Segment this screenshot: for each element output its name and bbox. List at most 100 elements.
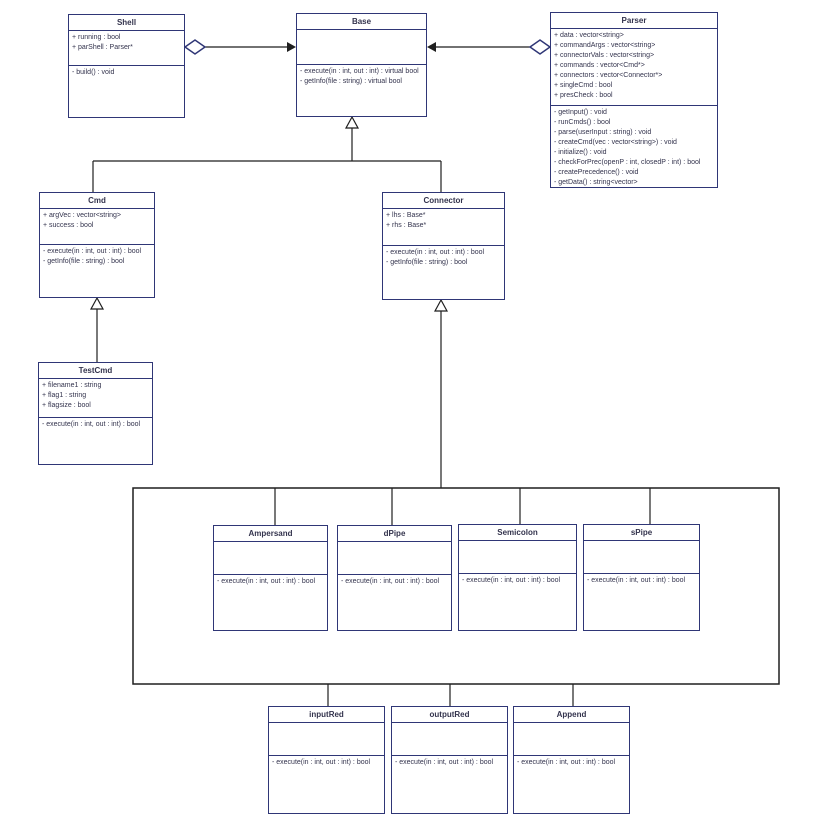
class-dpipe-title: dPipe (338, 526, 451, 542)
member-line: - getInfo(file : string) : virtual bool (300, 78, 402, 85)
class-cmd-methods: - execute(in : int, out : int) : bool - g… (40, 245, 154, 297)
class-cmd-attributes: + argVec : vector<string> + success : boo… (40, 209, 154, 245)
member-line: - getData() : string<vector> (554, 179, 638, 186)
member-line: - execute(in : int, out : int) : bool (517, 759, 616, 766)
member-line: + argVec : vector<string> (43, 212, 122, 219)
member-line: - initialize() : void (554, 149, 607, 156)
member-line: - execute(in : int, out : int) : bool (42, 421, 141, 428)
member-line: + flag1 : string (42, 392, 87, 399)
class-inputred-attributes (269, 723, 384, 756)
class-inputred-title: inputRed (269, 707, 384, 723)
class-ampersand-attributes (214, 542, 327, 575)
class-base-title: Base (297, 14, 426, 30)
member-line: + connectors : vector<Connector*> (554, 72, 663, 79)
class-append[interactable]: Append - execute(in : int, out : int) : … (513, 706, 630, 814)
class-connector[interactable]: Connector + lhs : Base* + rhs : Base* - e… (382, 192, 505, 300)
class-connector-methods: - execute(in : int, out : int) : bool - g… (383, 246, 504, 299)
member-line: - parse(userInput : string) : void (554, 129, 652, 136)
class-shell-methods: - build() : void (69, 66, 184, 117)
class-parser-title: Parser (551, 13, 717, 29)
class-inputred[interactable]: inputRed - execute(in : int, out : int) … (268, 706, 385, 814)
class-parser[interactable]: Parser + data : vector<string> + commandA… (550, 12, 718, 188)
edge-group-connector-inheritance (433, 298, 449, 488)
class-semicolon[interactable]: Semicolon - execute(in : int, out : int)… (458, 524, 577, 631)
class-shell-attributes: + running : bool + parShell : Parser* (69, 31, 184, 66)
edge-cmd-connector-base-inheritance (92, 115, 442, 192)
member-line: + commandArgs : vector<string> (554, 42, 656, 49)
member-line: - execute(in : int, out : int) : bool (462, 577, 561, 584)
member-line: + connectorVals : vector<string> (554, 52, 655, 59)
class-spipe-title: sPipe (584, 525, 699, 541)
member-line: + success : bool (43, 222, 94, 229)
member-line: - execute(in : int, out : int) : bool (217, 578, 316, 585)
member-line: - getInput() : void (554, 109, 607, 116)
class-base[interactable]: Base - execute(in : int, out : int) : vi… (296, 13, 427, 117)
member-line: - checkForPrec(openP : int, closedP : in… (554, 159, 701, 166)
class-parser-attributes: + data : vector<string> + commandArgs : v… (551, 29, 717, 106)
member-line: + flagsize : bool (42, 402, 91, 409)
member-line: - getInfo(file : string) : bool (43, 258, 125, 265)
member-line: - execute(in : int, out : int) : virtual… (300, 68, 419, 75)
edge-shell-base (183, 39, 296, 55)
member-line: + rhs : Base* (386, 222, 427, 229)
group-box-connector-subclasses (132, 487, 780, 685)
class-base-attributes (297, 30, 426, 65)
member-line: - build() : void (72, 69, 115, 76)
class-cmd[interactable]: Cmd + argVec : vector<string> + success :… (39, 192, 155, 298)
edge-group-top-drops (274, 488, 651, 525)
member-line: + running : bool (72, 34, 121, 41)
class-testcmd-methods: - execute(in : int, out : int) : bool (39, 418, 152, 464)
class-shell-title: Shell (69, 15, 184, 31)
class-connector-title: Connector (383, 193, 504, 209)
class-testcmd[interactable]: TestCmd + filename1 : string + flag1 : st… (38, 362, 153, 465)
class-parser-methods: - getInput() : void - runCmds() : bool - p… (551, 106, 717, 187)
class-append-title: Append (514, 707, 629, 723)
class-spipe[interactable]: sPipe - execute(in : int, out : int) : b… (583, 524, 700, 631)
class-outputred[interactable]: outputRed - execute(in : int, out : int)… (391, 706, 508, 814)
class-ampersand-methods: - execute(in : int, out : int) : bool (214, 575, 327, 630)
member-line: - execute(in : int, out : int) : bool (43, 248, 142, 255)
member-line: - createPrecedence() : void (554, 169, 639, 176)
class-dpipe-attributes (338, 542, 451, 575)
member-line: - execute(in : int, out : int) : bool (395, 759, 494, 766)
class-testcmd-attributes: + filename1 : string + flag1 : string + fl… (39, 379, 152, 418)
class-outputred-title: outputRed (392, 707, 507, 723)
member-line: - execute(in : int, out : int) : bool (386, 249, 485, 256)
member-line: - runCmds() : bool (554, 119, 611, 126)
member-line: + filename1 : string (42, 382, 102, 389)
member-line: - execute(in : int, out : int) : bool (272, 759, 371, 766)
class-cmd-title: Cmd (40, 193, 154, 209)
class-ampersand-title: Ampersand (214, 526, 327, 542)
member-line: + data : vector<string> (554, 32, 624, 39)
edge-testcmd-cmd-inheritance (89, 296, 105, 362)
class-inputred-methods: - execute(in : int, out : int) : bool (269, 756, 384, 813)
class-append-attributes (514, 723, 629, 756)
class-dpipe[interactable]: dPipe - execute(in : int, out : int) : b… (337, 525, 452, 631)
class-ampersand[interactable]: Ampersand - execute(in : int, out : int)… (213, 525, 328, 631)
member-line: + presCheck : bool (554, 92, 613, 99)
member-line: - execute(in : int, out : int) : bool (341, 578, 440, 585)
member-line: + lhs : Base* (386, 212, 426, 219)
member-line: + singleCmd : bool (554, 82, 613, 89)
class-shell[interactable]: Shell + running : bool + parShell : Parse… (68, 14, 185, 118)
class-semicolon-attributes (459, 541, 576, 574)
class-dpipe-methods: - execute(in : int, out : int) : bool (338, 575, 451, 630)
edge-group-bottom-drops (327, 684, 574, 706)
class-testcmd-title: TestCmd (39, 363, 152, 379)
class-connector-attributes: + lhs : Base* + rhs : Base* (383, 209, 504, 246)
member-line: + parShell : Parser* (72, 44, 133, 51)
class-semicolon-title: Semicolon (459, 525, 576, 541)
member-line: - getInfo(file : string) : bool (386, 259, 468, 266)
member-line: + commands : vector<Cmd*> (554, 62, 645, 69)
edge-parser-base (427, 39, 552, 55)
member-line: - execute(in : int, out : int) : bool (587, 577, 686, 584)
class-base-methods: - execute(in : int, out : int) : virtual… (297, 65, 426, 116)
class-outputred-methods: - execute(in : int, out : int) : bool (392, 756, 507, 813)
member-line: - createCmd(vec : vector<string>) : void (554, 139, 677, 146)
class-spipe-methods: - execute(in : int, out : int) : bool (584, 574, 699, 630)
class-append-methods: - execute(in : int, out : int) : bool (514, 756, 629, 813)
class-spipe-attributes (584, 541, 699, 574)
class-outputred-attributes (392, 723, 507, 756)
